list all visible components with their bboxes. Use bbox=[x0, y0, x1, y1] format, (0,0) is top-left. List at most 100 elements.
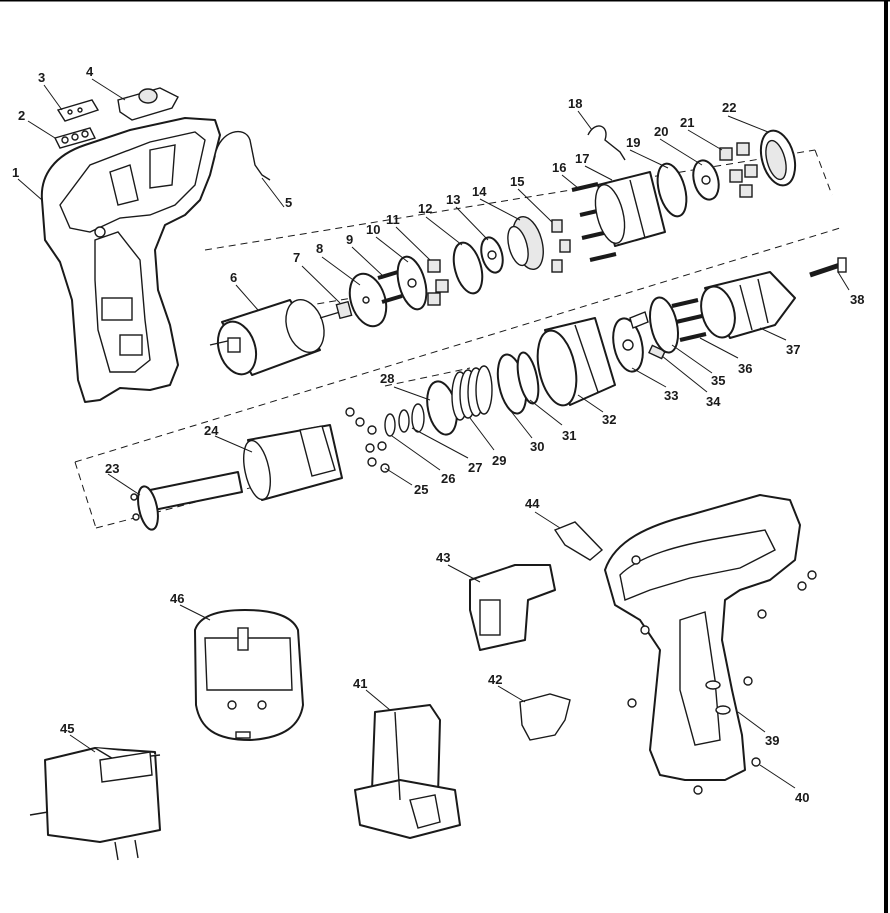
label-10: 10 bbox=[366, 222, 409, 263]
svg-text:1: 1 bbox=[12, 165, 19, 180]
svg-text:19: 19 bbox=[626, 135, 640, 150]
part-21-planet-gears bbox=[719, 142, 758, 198]
part-9-screws bbox=[377, 270, 403, 304]
label-36: 36 bbox=[699, 337, 752, 376]
label-39: 39 bbox=[737, 711, 779, 748]
svg-text:20: 20 bbox=[654, 124, 668, 139]
part-20-carrier bbox=[692, 159, 720, 201]
label-7: 7 bbox=[293, 250, 341, 304]
svg-text:44: 44 bbox=[525, 496, 540, 511]
label-8: 8 bbox=[316, 241, 361, 286]
label-3: 3 bbox=[38, 70, 63, 111]
part-23-spindle bbox=[130, 471, 243, 531]
label-30: 30 bbox=[509, 409, 544, 454]
part-7-pinion bbox=[335, 300, 353, 320]
svg-text:29: 29 bbox=[492, 453, 506, 468]
svg-text:10: 10 bbox=[366, 222, 380, 237]
part-37-chuck bbox=[700, 271, 796, 339]
part-46-charging-base bbox=[194, 609, 304, 741]
label-11: 11 bbox=[386, 212, 431, 261]
svg-text:36: 36 bbox=[738, 361, 752, 376]
label-12: 12 bbox=[418, 201, 463, 246]
svg-text:12: 12 bbox=[418, 201, 432, 216]
part-38-chuck-screw bbox=[809, 257, 847, 278]
svg-text:37: 37 bbox=[786, 342, 800, 357]
part-33-disc bbox=[612, 317, 644, 373]
part-6-motor bbox=[209, 299, 341, 376]
label-9: 9 bbox=[346, 232, 383, 276]
svg-text:33: 33 bbox=[664, 388, 678, 403]
label-35: 35 bbox=[671, 344, 725, 388]
label-5: 5 bbox=[261, 177, 292, 210]
svg-text:27: 27 bbox=[468, 460, 482, 475]
svg-text:21: 21 bbox=[680, 115, 694, 130]
part-14-gear bbox=[507, 215, 544, 271]
part-15-planet-gears bbox=[551, 219, 571, 273]
part-44-switch-slider bbox=[553, 521, 604, 561]
label-27: 27 bbox=[411, 427, 482, 475]
label-26: 26 bbox=[391, 435, 455, 486]
part-12-ring-gear bbox=[452, 241, 484, 295]
label-13: 13 bbox=[446, 192, 489, 241]
label-41: 41 bbox=[353, 676, 391, 711]
part-32-clutch-collar bbox=[536, 317, 616, 407]
part-17-gearbox-housing bbox=[594, 171, 666, 247]
part-19-washer bbox=[656, 162, 688, 218]
label-29: 29 bbox=[469, 417, 506, 468]
label-44: 44 bbox=[525, 496, 561, 529]
label-6: 6 bbox=[230, 270, 259, 311]
part-13-carrier bbox=[480, 236, 504, 274]
part-42-clip-bracket bbox=[519, 693, 571, 741]
part-4-direction-switch bbox=[117, 87, 179, 121]
svg-text:22: 22 bbox=[722, 100, 736, 115]
svg-text:16: 16 bbox=[552, 160, 566, 175]
part-5-spring-wire bbox=[214, 130, 271, 181]
label-25: 25 bbox=[384, 467, 428, 497]
label-20: 20 bbox=[654, 124, 703, 166]
label-24: 24 bbox=[204, 423, 253, 453]
svg-text:7: 7 bbox=[293, 250, 300, 265]
svg-text:24: 24 bbox=[204, 423, 219, 438]
part-25-balls bbox=[345, 407, 390, 473]
svg-text:17: 17 bbox=[575, 151, 589, 166]
svg-text:39: 39 bbox=[765, 733, 779, 748]
label-1: 1 bbox=[12, 165, 43, 201]
part-3-switch-cover bbox=[56, 99, 100, 122]
label-32: 32 bbox=[577, 394, 616, 427]
svg-text:23: 23 bbox=[105, 461, 119, 476]
label-34: 34 bbox=[661, 355, 721, 409]
part-41-battery bbox=[354, 704, 461, 839]
part-26-ring bbox=[384, 413, 396, 437]
part-34-key bbox=[648, 344, 666, 360]
label-42: 42 bbox=[488, 672, 526, 703]
label-45: 45 bbox=[60, 721, 96, 753]
svg-text:35: 35 bbox=[711, 373, 725, 388]
part-11-planet-gears bbox=[427, 259, 449, 306]
svg-text:31: 31 bbox=[562, 428, 576, 443]
label-37: 37 bbox=[759, 327, 800, 357]
svg-text:26: 26 bbox=[441, 471, 455, 486]
svg-text:6: 6 bbox=[230, 270, 237, 285]
label-2: 2 bbox=[18, 108, 56, 139]
svg-text:43: 43 bbox=[436, 550, 450, 565]
part-1-housing-left bbox=[40, 117, 221, 403]
label-4: 4 bbox=[86, 64, 126, 101]
part-43-trigger-switch bbox=[469, 564, 556, 651]
label-43: 43 bbox=[436, 550, 481, 583]
svg-text:38: 38 bbox=[850, 292, 864, 307]
part-39-housing-right bbox=[604, 494, 801, 781]
label-46: 46 bbox=[170, 591, 211, 621]
label-14: 14 bbox=[472, 184, 521, 221]
part-8-motor-plate bbox=[348, 272, 388, 328]
label-33: 33 bbox=[631, 367, 678, 403]
label-38: 38 bbox=[837, 271, 864, 307]
label-15: 15 bbox=[510, 174, 553, 223]
svg-text:41: 41 bbox=[353, 676, 367, 691]
svg-text:15: 15 bbox=[510, 174, 524, 189]
part-27-ring bbox=[398, 403, 425, 433]
svg-text:5: 5 bbox=[285, 195, 292, 210]
svg-text:2: 2 bbox=[18, 108, 25, 123]
label-18: 18 bbox=[568, 96, 593, 131]
label-23: 23 bbox=[105, 461, 141, 496]
